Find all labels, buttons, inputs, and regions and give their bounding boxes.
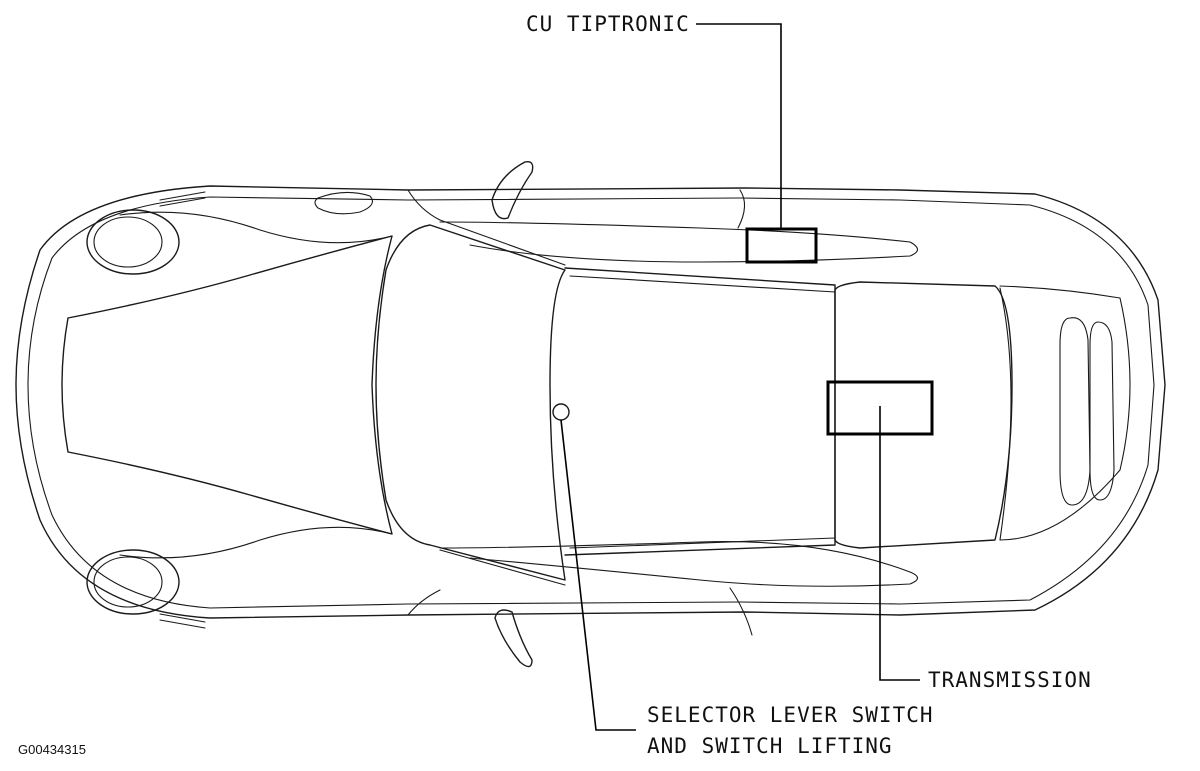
- selector-lever-label-line2: AND SWITCH LIFTING: [647, 734, 893, 758]
- cu-tiptronic-box: [745, 227, 818, 264]
- transmission-label: TRANSMISSION: [928, 668, 1092, 692]
- transmission-leader: [879, 406, 920, 681]
- cu-tiptronic-label: CU TIPTRONIC: [526, 12, 690, 36]
- car-outline: [15, 161, 1166, 668]
- cu-tiptronic-leader: [696, 23, 782, 229]
- selector-lever-leader: [560, 419, 636, 731]
- figure-id: G00434315: [18, 742, 86, 757]
- selector-lever-marker: [552, 403, 570, 421]
- selector-lever-label-line1: SELECTOR LEVER SWITCH: [647, 703, 934, 727]
